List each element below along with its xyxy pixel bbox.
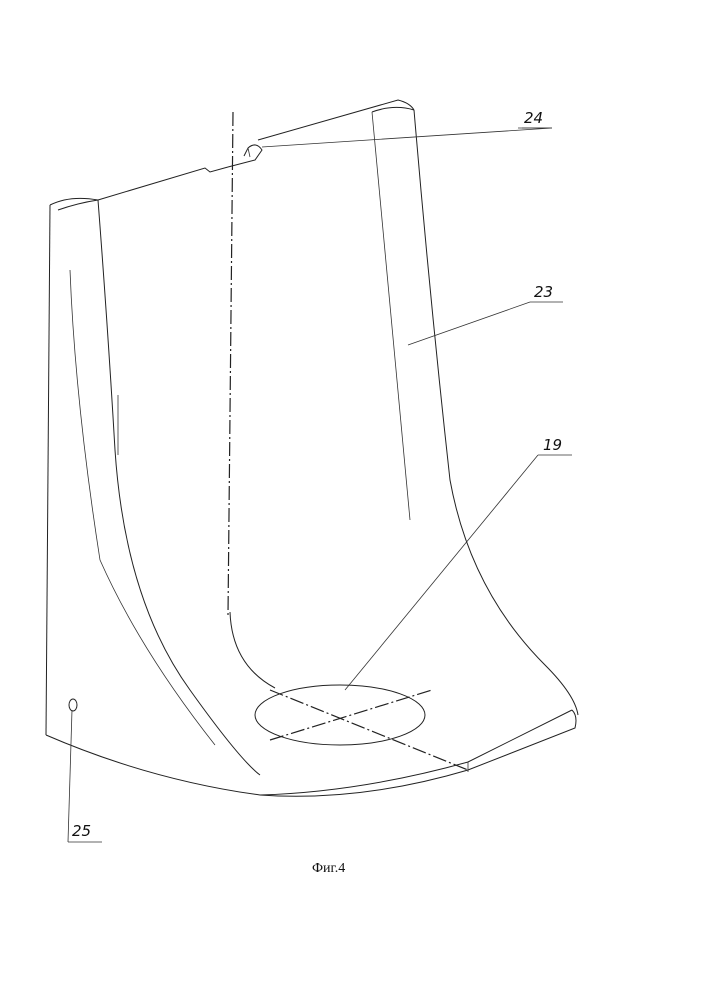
seat-front-edge (46, 710, 576, 796)
top-edge-left (98, 167, 228, 200)
right-top-cap (372, 107, 414, 112)
callout-24-label: 24 (524, 109, 543, 127)
leader-lines (68, 128, 572, 842)
top-edge-right (258, 100, 414, 140)
seat-axis-diagonal-1 (270, 690, 432, 740)
right-pillar-line-1 (372, 112, 410, 520)
callout-25-label: 25 (72, 822, 91, 840)
figure-caption: Фиг.4 (312, 861, 345, 876)
top-notch (228, 145, 262, 167)
seat-top-edge (260, 710, 572, 795)
left-pillar-curve-outer (98, 200, 260, 775)
axis-lines (228, 112, 468, 770)
left-back-edge (46, 205, 50, 735)
fastening-hole (69, 699, 77, 711)
holder-body (46, 100, 578, 796)
top-notch-inner (248, 148, 250, 157)
left-pillar-curve-inner (70, 270, 215, 745)
callout-19-label: 19 (543, 436, 562, 454)
right-pillar-line-2 (414, 110, 578, 715)
callout-23-label: 23 (534, 283, 553, 301)
vertical-axis (228, 112, 233, 615)
left-top-cap-inner (58, 200, 98, 210)
seat-axis-diagonal-2 (270, 690, 468, 770)
back-to-seat-curve (230, 612, 275, 688)
leader-23 (408, 302, 530, 345)
leader-24 (262, 128, 552, 147)
leader-19 (345, 455, 538, 690)
